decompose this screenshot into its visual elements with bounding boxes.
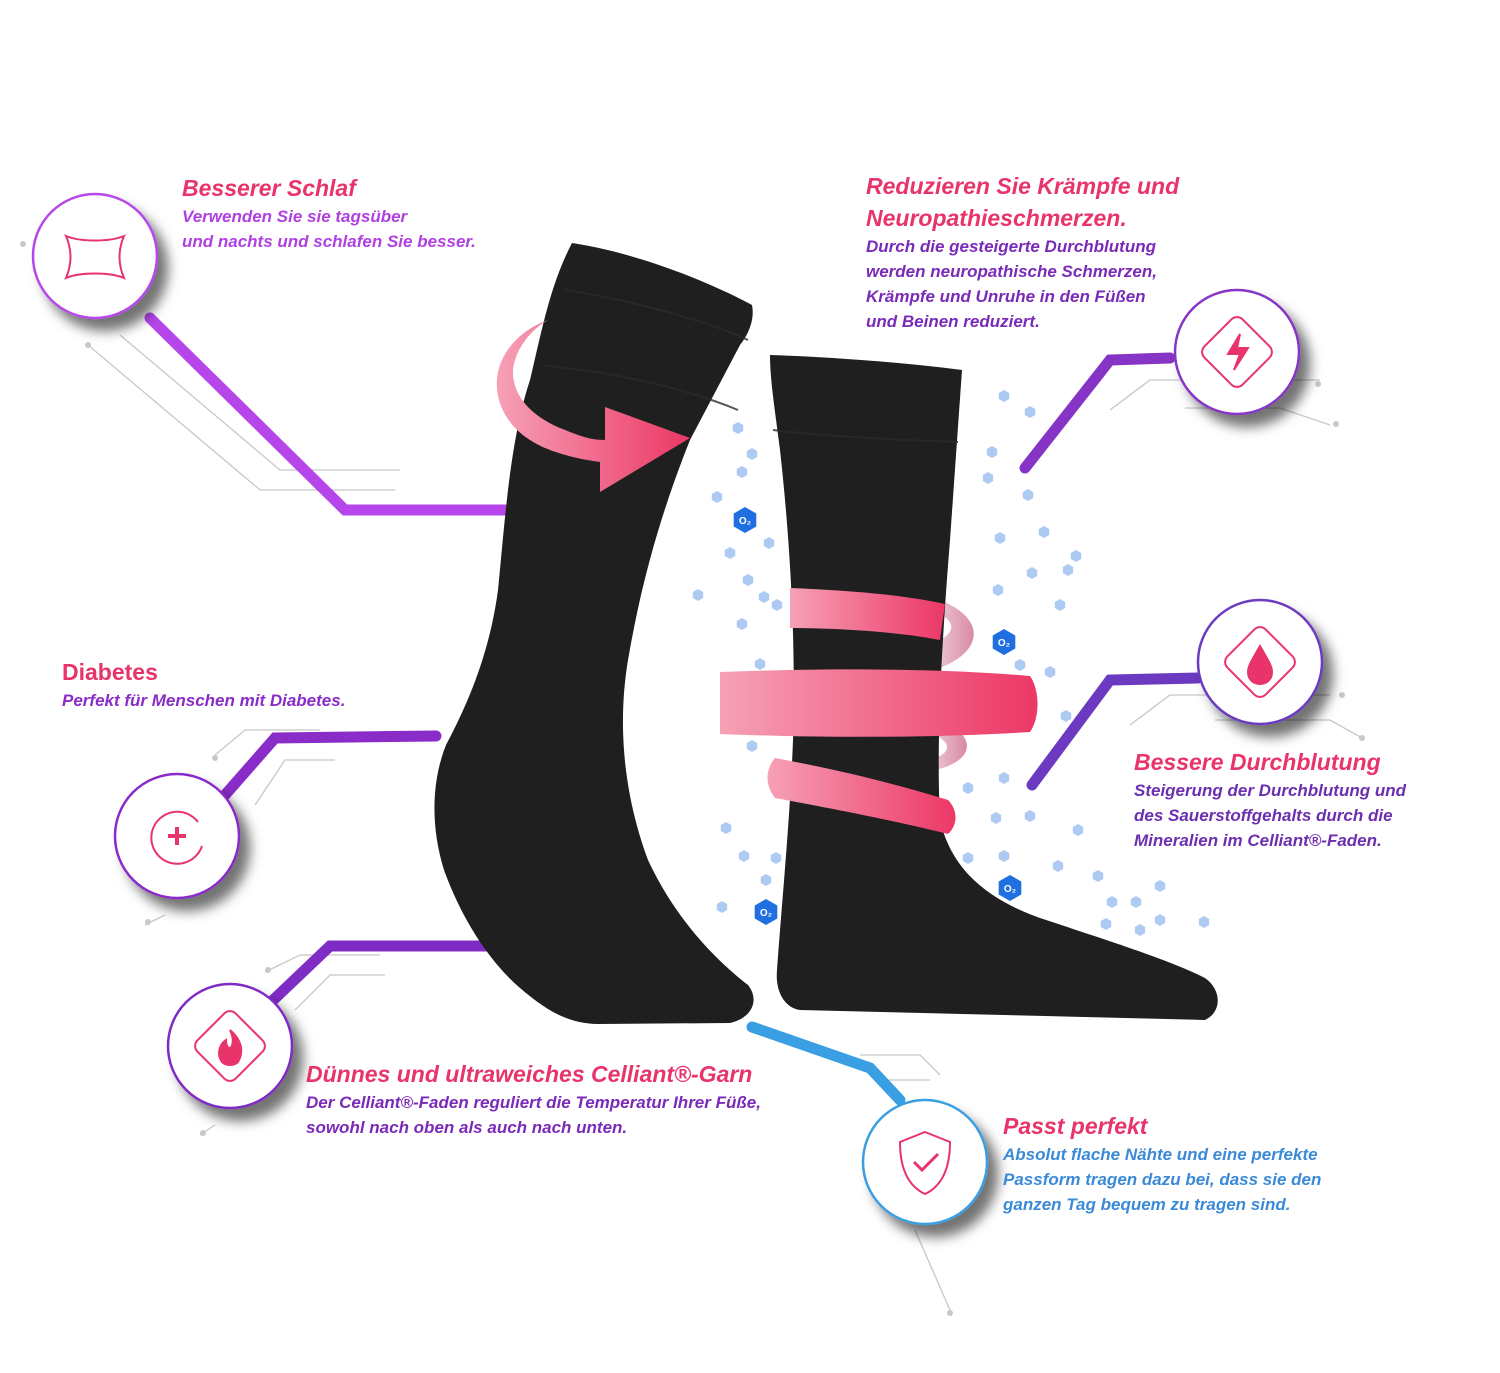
feature-desc-line: des Sauerstoffgehalts durch die [1134,806,1393,825]
feature-desc-line: sowohl nach oben als auch nach unten. [306,1118,628,1137]
feature-desc-line: und Beinen reduziert. [866,312,1040,331]
feature-desc-line: Verwenden Sie sie tagsüber [182,207,408,226]
feature-title: Neuropathieschmerzen. [866,205,1127,231]
feature-desc-line: Absolut flache Nähte und eine perfekte [1003,1145,1318,1164]
feature-title: Reduzieren Sie Krämpfe und [866,173,1180,199]
feature-circulation: Bessere Durchblutung Steigerung der Durc… [1134,746,1474,853]
feature-yarn: Dünnes und ultraweiches Celliant®-Garn D… [306,1058,866,1140]
compression-arrow [496,320,690,492]
lightning-cycle-icon [1201,316,1273,388]
compression-spiral [720,588,1038,834]
feature-title: Dünnes und ultraweiches Celliant®-Garn [306,1061,753,1087]
feature-desc-line: Durch die gesteigerte Durchblutung [866,237,1156,256]
feature-desc-line: und nachts und schlafen Sie besser. [182,232,476,251]
feature-title: Besserer Schlaf [182,175,356,201]
feature-title: Passt perfekt [1003,1113,1148,1139]
pillow-icon [64,234,126,280]
medical-cross-icon [150,810,203,865]
feature-diabetes: Diabetes Perfekt für Menschen mit Diabet… [62,656,482,713]
oxygen-label: O₂ [1004,884,1016,895]
feature-desc-line: Steigerung der Durchblutung und [1134,781,1406,800]
shield-check-icon [898,1130,952,1196]
feature-cramps: Reduzieren Sie Krämpfe und Neuropathiesc… [866,170,1286,334]
feature-desc-line: Passform tragen dazu bei, dass sie den [1003,1170,1322,1189]
feature-sleep: Besserer Schlaf Verwenden Sie sie tagsüb… [182,172,602,254]
cramps-badge [1173,288,1301,416]
connectors [144,312,1204,1106]
blood-drop-cycle-icon [1224,626,1296,698]
oxygen-badges: O₂ O₂ O₂ O₂ [733,507,1022,925]
feature-desc-line: Der Celliant®-Faden reguliert die Temper… [306,1093,761,1112]
feature-desc-line: werden neuropathische Schmerzen, [866,262,1157,281]
feature-fit: Passt perfekt Absolut flache Nähte und e… [1003,1110,1383,1217]
diabetes-badge [113,772,241,900]
oxygen-label: O₂ [739,516,751,527]
fit-badge [861,1098,989,1226]
left-sock [434,243,754,1024]
flame-cycle-icon [194,1010,266,1082]
right-sock [770,355,1218,1020]
feature-desc-line: ganzen Tag bequem zu tragen sind. [1003,1195,1291,1214]
feature-desc-line: Krämpfe und Unruhe in den Füßen [866,287,1146,306]
sleep-badge [31,192,159,320]
feature-desc-line: Perfekt für Menschen mit Diabetes. [62,691,346,710]
circulation-badge [1196,598,1324,726]
yarn-badge [166,982,294,1110]
feature-title: Diabetes [62,659,158,685]
oxygen-label: O₂ [998,638,1010,649]
oxygen-label: O₂ [760,908,772,919]
feature-title: Bessere Durchblutung [1134,749,1381,775]
feature-desc-line: Mineralien im Celliant®-Faden. [1134,831,1382,850]
guide-dots [20,241,1365,1316]
